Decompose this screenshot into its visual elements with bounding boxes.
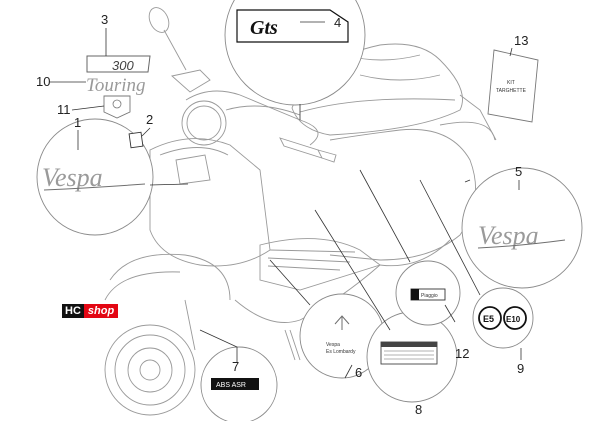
decal-touring: Touring [86, 75, 146, 96]
hc-badge-prefix: HC [62, 304, 84, 318]
callout-5: 5 [515, 164, 522, 179]
kit-text-line2: TARGHETTE [496, 88, 527, 94]
decal-vespa-left: Vespa [36, 118, 154, 236]
callout-9: 9 [517, 361, 524, 376]
callout-11: 11 [57, 102, 71, 117]
decal-small-sticker [128, 131, 144, 149]
leader-lines [50, 21, 522, 379]
callout-8: 8 [415, 402, 422, 417]
callout-1: 1 [74, 115, 81, 130]
piaggio-text: Piaggio [421, 293, 438, 299]
decal-piaggio: Piaggio [395, 260, 461, 326]
decal-abs-asr: ABS ASR [200, 346, 278, 424]
callout-numbers: 3 4 13 10 11 2 1 5 6 7 8 9 12 [36, 12, 528, 417]
callout-7: 7 [232, 359, 239, 374]
e10-text: E10 [506, 315, 521, 324]
callout-2: 2 [146, 112, 153, 127]
callout-4: 4 [334, 15, 341, 30]
hc-badge-suffix: shop [83, 304, 119, 318]
decal-vespa-right: Vespa [461, 167, 583, 289]
decal-e5-e10: E5 E10 [472, 287, 534, 349]
touring-text: Touring [86, 75, 146, 96]
model-300-text: 300 [112, 58, 134, 73]
callout-3: 3 [101, 12, 108, 27]
gts-decal-text: Gts [250, 17, 278, 39]
vespa-shield-subtext: Es Lombardy [326, 349, 356, 355]
kit-text-line1: KIT [507, 80, 515, 86]
callout-13: 13 [514, 33, 528, 48]
e5-text: E5 [483, 314, 494, 324]
decal-emblem [103, 95, 131, 119]
decal-300: 300 [86, 55, 151, 73]
abs-asr-text: ABS ASR [216, 382, 246, 389]
callout-12: 12 [455, 346, 469, 361]
decal-kit-targhette: KIT TARGHETTE [487, 49, 539, 123]
vespa-shield-text: Vespa [326, 342, 340, 348]
vespa-logo-text-right: Vespa [478, 221, 539, 250]
hc-shop-badge: HC shop [62, 304, 119, 318]
callout-10: 10 [36, 74, 50, 89]
decal-data-plate [366, 311, 458, 403]
decal-gts: Gts [224, 0, 366, 106]
callout-6: 6 [355, 365, 362, 380]
